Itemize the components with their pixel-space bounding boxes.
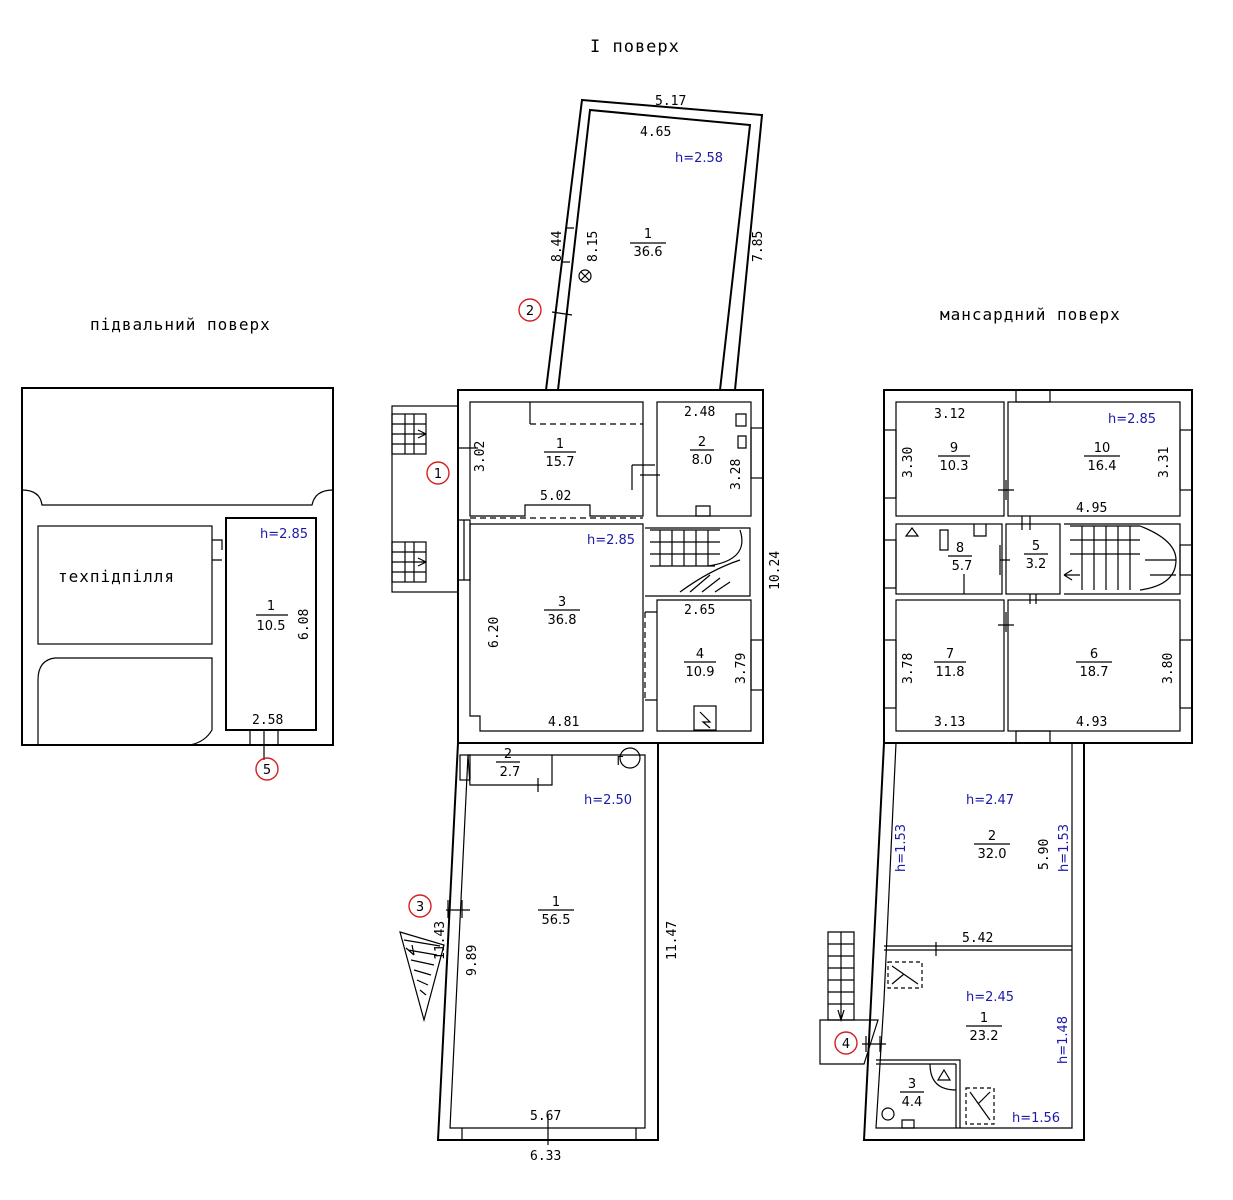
attic-annex-h1: h=2.47 xyxy=(966,793,1014,808)
house-dim-1024: 10.24 xyxy=(768,551,783,590)
attic-height: h=2.85 xyxy=(1108,412,1156,427)
house-room4-area: 10.9 xyxy=(686,665,715,680)
svg-text:3: 3 xyxy=(416,900,424,915)
attic-dim-313: 3.13 xyxy=(934,715,965,730)
attic-room5-num: 5 xyxy=(1032,539,1040,554)
attic-room8-num: 8 xyxy=(956,541,964,556)
tech-underfloor-label: техпідпілля xyxy=(58,567,175,586)
annex-dim-1147: 11.47 xyxy=(665,921,680,960)
attic-room10-num: 10 xyxy=(1094,441,1111,456)
house-room2-area: 8.0 xyxy=(692,453,713,468)
attic-room9-area: 10.3 xyxy=(940,459,969,474)
veranda-height: h=2.58 xyxy=(675,151,723,166)
veranda-room-area: 36.6 xyxy=(634,245,663,260)
entrance-marker-5: 5 xyxy=(255,757,279,781)
annex-plan xyxy=(399,742,659,1145)
house-dim-265: 2.65 xyxy=(684,603,715,618)
attic-annex-plan xyxy=(819,742,1085,1141)
house-dim-481: 4.81 xyxy=(548,715,579,730)
house-dim-620: 6.20 xyxy=(487,617,502,648)
annex-dim-633: 6.33 xyxy=(530,1149,561,1164)
annex-height: h=2.50 xyxy=(584,793,632,808)
attic-room6-area: 18.7 xyxy=(1080,665,1109,680)
attic-dim-378: 3.78 xyxy=(901,653,916,684)
house-dim-248: 2.48 xyxy=(684,405,715,420)
basement-dim-width: 2.58 xyxy=(252,713,283,728)
veranda-dim-inner-left: 8.15 xyxy=(586,231,601,262)
attic-annex-h3: h=1.53 xyxy=(1057,824,1072,872)
svg-text:2: 2 xyxy=(526,304,534,319)
attic-annex-dim-590: 5.90 xyxy=(1037,839,1052,870)
attic-annex-h2: h=1.53 xyxy=(894,824,909,872)
house-room1-area: 15.7 xyxy=(546,455,575,470)
house-height: h=2.85 xyxy=(587,533,635,548)
veranda-room-num: 1 xyxy=(644,227,652,242)
basement-title: підвальний поверх xyxy=(90,315,271,334)
svg-text:4: 4 xyxy=(842,1037,850,1052)
annex-room2-area: 2.7 xyxy=(500,765,521,780)
attic-room9-num: 9 xyxy=(950,441,958,456)
house-room2-num: 2 xyxy=(698,435,706,450)
attic-annex-h6: h=1.56 xyxy=(1012,1111,1060,1126)
attic-annex-h5: h=1.48 xyxy=(1056,1016,1071,1064)
attic-plan xyxy=(883,389,1193,744)
floor1-title: I поверх xyxy=(590,37,680,57)
basement-dim-height: 6.08 xyxy=(297,609,312,640)
veranda-dim-top: 5.17 xyxy=(655,94,686,109)
annex-room2-num: 2 xyxy=(504,747,512,762)
attic-dim-495: 4.95 xyxy=(1076,501,1107,516)
house-plan xyxy=(391,389,764,744)
house-dim-302: 3.02 xyxy=(473,441,488,472)
veranda-dim-inner: 4.65 xyxy=(640,125,671,140)
attic-dim-493: 4.93 xyxy=(1076,715,1107,730)
annex-dim-567: 5.67 xyxy=(530,1109,561,1124)
attic-annex-room2-area: 32.0 xyxy=(978,847,1007,862)
annex-room1-num: 1 xyxy=(552,895,560,910)
gas-symbol: Г xyxy=(616,754,623,768)
attic-annex-h4: h=2.45 xyxy=(966,990,1014,1005)
house-room4-num: 4 xyxy=(696,647,704,662)
attic-annex-room1-area: 23.2 xyxy=(970,1029,999,1044)
attic-room6-num: 6 xyxy=(1090,647,1098,662)
attic-dim-331: 3.31 xyxy=(1157,447,1172,478)
attic-dim-312: 3.12 xyxy=(934,407,965,422)
attic-annex-dim-542: 5.42 xyxy=(962,931,993,946)
attic-room10-area: 16.4 xyxy=(1088,459,1117,474)
basement-room-num: 1 xyxy=(267,599,275,614)
house-room1-num: 1 xyxy=(556,437,564,452)
attic-annex-room3-area: 4.4 xyxy=(902,1095,923,1110)
entrance-marker-2: 2 xyxy=(518,298,542,322)
attic-room7-area: 11.8 xyxy=(936,665,965,680)
annex-dim-1143: 11.43 xyxy=(433,921,448,960)
basement-plan xyxy=(21,387,334,760)
attic-dim-380: 3.80 xyxy=(1161,653,1176,684)
attic-room8-area: 5.7 xyxy=(952,559,973,574)
attic-room5-area: 3.2 xyxy=(1026,557,1047,572)
house-room3-num: 3 xyxy=(558,595,566,610)
house-dim-379: 3.79 xyxy=(734,653,749,684)
entrance-marker-1: 1 xyxy=(426,461,450,485)
annex-room1-area: 56.5 xyxy=(542,913,571,928)
basement-height: h=2.85 xyxy=(260,527,308,542)
entrance-marker-4: 4 xyxy=(834,1031,858,1055)
attic-dim-330: 3.30 xyxy=(901,447,916,478)
veranda-dim-right: 7.85 xyxy=(751,231,766,262)
house-dim-328: 3.28 xyxy=(729,459,744,490)
annex-dim-989: 9.89 xyxy=(465,945,480,976)
entrance-marker-3: 3 xyxy=(408,894,432,918)
veranda-dim-outer-left: 8.44 xyxy=(550,231,565,262)
attic-annex-room3-num: 3 xyxy=(908,1077,916,1092)
house-room3-area: 36.8 xyxy=(548,613,577,628)
svg-text:1: 1 xyxy=(434,467,442,482)
attic-room7-num: 7 xyxy=(946,647,954,662)
attic-annex-room2-num: 2 xyxy=(988,829,996,844)
svg-text:5: 5 xyxy=(263,763,271,778)
attic-title: мансардний поверх xyxy=(940,305,1121,324)
house-dim-502: 5.02 xyxy=(540,489,571,504)
attic-annex-room1-num: 1 xyxy=(980,1011,988,1026)
basement-room-area: 10.5 xyxy=(257,619,286,634)
